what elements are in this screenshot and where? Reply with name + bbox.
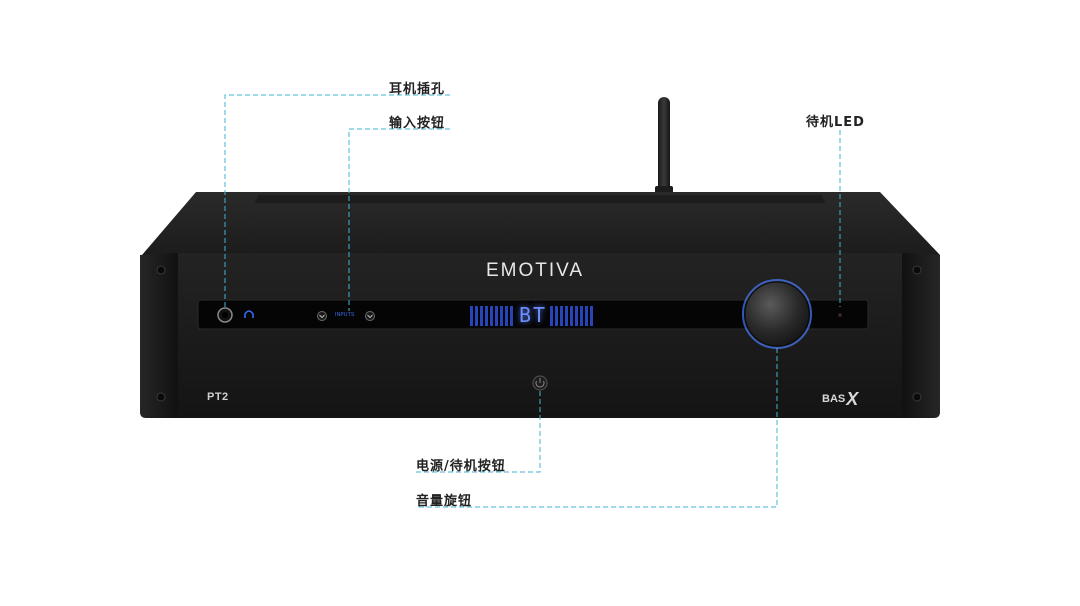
top-cover (142, 192, 940, 255)
power-icon (535, 380, 545, 388)
headphone-icon (244, 310, 254, 318)
input-button-next[interactable] (365, 311, 375, 321)
standby-led (838, 313, 842, 317)
callout-headphone-jack: 耳机插孔 (389, 82, 446, 97)
leader-input-buttons (348, 128, 450, 311)
leader-volume-knob (416, 348, 778, 508)
antenna (655, 97, 673, 196)
vent-slots (255, 195, 825, 203)
display-strip (197, 299, 869, 330)
volume-knob[interactable] (742, 279, 812, 349)
callout-power-standby-button: 电源/待机按钮 (416, 459, 506, 474)
model-label: PT2 (207, 391, 229, 403)
display-text: BT (519, 303, 548, 327)
vfd-meter-right (550, 306, 593, 326)
brand-logo: EMOTIVA (486, 260, 585, 281)
left-handle (140, 253, 178, 418)
leader-headphone-jack (224, 94, 450, 308)
right-handle (902, 253, 940, 418)
callout-volume-knob: 音量旋钮 (416, 494, 473, 509)
callout-standby-led: 待机LED (806, 115, 865, 130)
headphone-jack[interactable] (217, 307, 233, 323)
series-suffix: X (846, 389, 859, 409)
series-logo: BASX (822, 389, 858, 410)
power-standby-button[interactable] (532, 375, 548, 391)
series-prefix: BAS (822, 393, 846, 405)
leader-lines (224, 94, 841, 508)
input-button-prev[interactable] (317, 311, 327, 321)
inputs-label: INPUTS (335, 312, 355, 318)
vfd-meter-left (470, 306, 513, 326)
callout-input-buttons: 输入按钮 (389, 116, 446, 131)
leader-power-button (416, 391, 541, 473)
